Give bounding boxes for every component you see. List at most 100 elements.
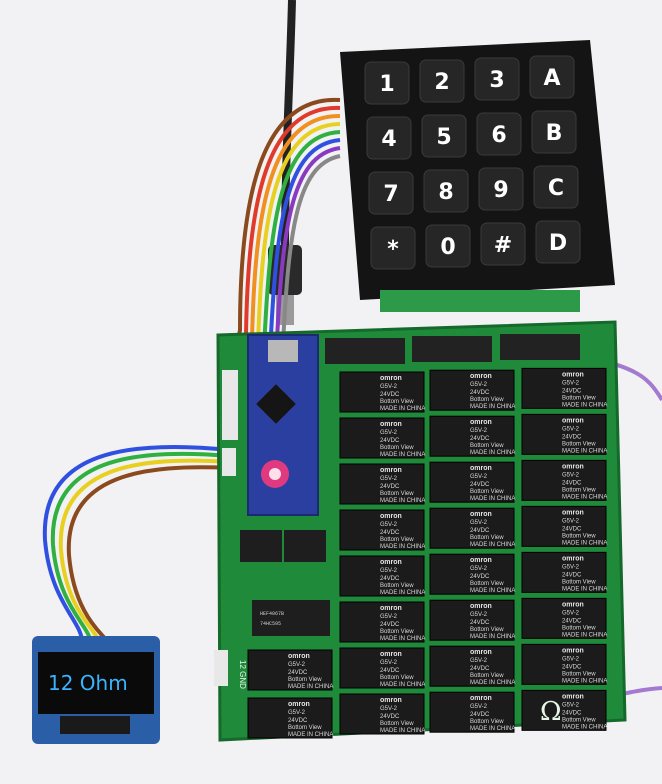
- relay: [339, 647, 425, 689]
- relay-label: Bottom View: [380, 629, 414, 635]
- keypad-key-label: B: [546, 121, 563, 146]
- keypad-key-label: 3: [489, 68, 504, 93]
- relay-label: G5V-2: [470, 566, 488, 572]
- keypad-key-label: 2: [434, 70, 449, 95]
- relay-label: G5V-2: [470, 520, 488, 526]
- relay-label: 24VDC: [380, 714, 400, 720]
- relay-label: G5V-2: [380, 660, 398, 666]
- keypad-key: [474, 57, 520, 101]
- relay-label: Bottom View: [562, 395, 596, 401]
- relay: [339, 463, 425, 505]
- relay-label: omron: [380, 605, 402, 612]
- relay-label: omron: [288, 653, 310, 660]
- relay-label: MADE IN CHINA: [470, 680, 515, 686]
- relay-label: Bottom View: [562, 625, 596, 631]
- keypad-key: [533, 165, 579, 209]
- label-12gnd: 12 GND: [238, 660, 247, 689]
- arduino-nano: [247, 334, 319, 516]
- relay: [429, 461, 515, 503]
- relay-label: Bottom View: [288, 677, 322, 683]
- relay-label: MADE IN CHINA: [470, 404, 515, 410]
- relay: [521, 597, 607, 639]
- relay-label: 24VDC: [380, 622, 400, 628]
- relay-label: G5V-2: [470, 704, 488, 710]
- relay-label: MADE IN CHINA: [380, 452, 425, 458]
- relay: [247, 649, 333, 691]
- relay-label: Bottom View: [470, 581, 504, 587]
- keypad-ribbon-wires: [230, 97, 341, 429]
- relay-label: G5V-2: [562, 518, 580, 524]
- relay-label: MADE IN CHINA: [380, 406, 425, 412]
- relay-label: 24VDC: [470, 712, 490, 718]
- relay-label: Bottom View: [470, 489, 504, 495]
- relay-label: MADE IN CHINA: [562, 678, 607, 684]
- relay-label: 24VDC: [380, 392, 400, 398]
- relay-label: omron: [380, 697, 402, 704]
- relay-label: omron: [562, 371, 584, 378]
- relay-label: 24VDC: [562, 480, 582, 486]
- relay-label: G5V-2: [562, 426, 580, 432]
- keypad-key: [480, 222, 526, 266]
- relay: [521, 459, 607, 501]
- relay-label: G5V-2: [380, 476, 398, 482]
- relay-label: G5V-2: [470, 428, 488, 434]
- relay-label: 24VDC: [562, 618, 582, 624]
- svg-text:74HC595: 74HC595: [260, 621, 281, 627]
- left-components: HEF4067B 74HC595 12 GND: [214, 370, 330, 689]
- relay-label: 24VDC: [288, 670, 308, 676]
- keypad-key-label: 4: [381, 127, 396, 152]
- relay-label: G5V-2: [380, 522, 398, 528]
- relay: [521, 643, 607, 685]
- keypad-key-label: 7: [383, 182, 398, 207]
- relay-label: Bottom View: [470, 535, 504, 541]
- relay: [429, 553, 515, 595]
- relay-label: G5V-2: [380, 614, 398, 620]
- relay-label: omron: [380, 513, 402, 520]
- keypad-key: [368, 171, 414, 215]
- top-ic-chips: [325, 334, 580, 364]
- relay: [339, 601, 425, 643]
- relay-label: 24VDC: [562, 526, 582, 532]
- relay-label: MADE IN CHINA: [562, 632, 607, 638]
- relay-label: 24VDC: [380, 484, 400, 490]
- relay: [521, 413, 607, 455]
- relay-label: G5V-2: [380, 706, 398, 712]
- relay-label: 24VDC: [562, 710, 582, 716]
- keypad-key: [478, 167, 524, 211]
- relay-label: Bottom View: [562, 533, 596, 539]
- relay-label: omron: [470, 511, 492, 518]
- keypad-key-label: 0: [440, 235, 455, 260]
- relay-label: 24VDC: [380, 438, 400, 444]
- relay-label: G5V-2: [562, 656, 580, 662]
- relay-label: omron: [562, 509, 584, 516]
- relay-label: omron: [562, 647, 584, 654]
- relay-label: G5V-2: [470, 382, 488, 388]
- oled-readout: 12 Ohm: [48, 671, 128, 695]
- relay-label: G5V-2: [562, 564, 580, 570]
- relay-label: G5V-2: [288, 662, 306, 668]
- relay-label: MADE IN CHINA: [470, 726, 515, 732]
- relay-label: omron: [470, 465, 492, 472]
- relay-label: 24VDC: [470, 528, 490, 534]
- keypad-key: [366, 116, 412, 160]
- relay-label: 24VDC: [288, 718, 308, 724]
- relay-label: Bottom View: [288, 725, 322, 731]
- relay-label: omron: [380, 375, 402, 382]
- relay-label: MADE IN CHINA: [380, 544, 425, 550]
- relay: [429, 415, 515, 457]
- relay-label: omron: [562, 463, 584, 470]
- relay: [339, 417, 425, 459]
- keypad-key: [425, 224, 471, 268]
- relay-label: 24VDC: [380, 530, 400, 536]
- relay-label: MADE IN CHINA: [470, 588, 515, 594]
- svg-text:HEF4067B: HEF4067B: [260, 611, 284, 617]
- keypad-key-label: *: [387, 237, 399, 262]
- relay-label: Bottom View: [380, 399, 414, 405]
- relay: [521, 551, 607, 593]
- relay-label: omron: [288, 701, 310, 708]
- relay-label: G5V-2: [562, 610, 580, 616]
- relay-label: omron: [380, 559, 402, 566]
- relay-label: MADE IN CHINA: [380, 728, 425, 734]
- keypad-key-label: 6: [491, 123, 506, 148]
